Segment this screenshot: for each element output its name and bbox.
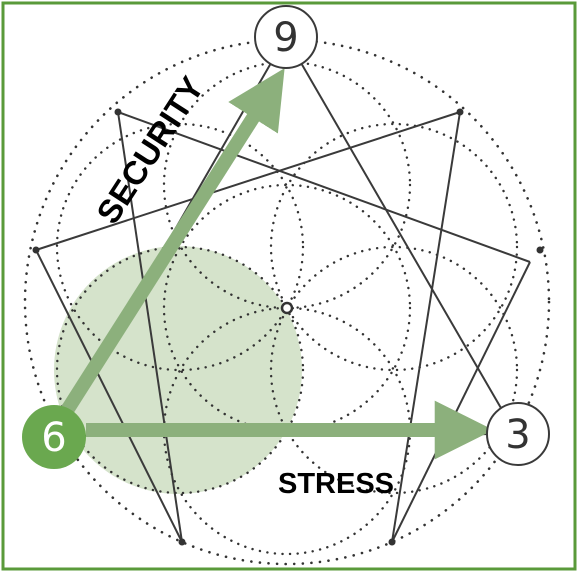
node-6: 6	[22, 405, 86, 469]
node-3-label: 3	[505, 412, 530, 458]
node-9-label: 9	[273, 15, 298, 61]
stress-label: STRESS	[278, 468, 394, 500]
outer-dotted-ring	[23, 38, 551, 566]
security-arrow	[60, 68, 285, 416]
node-9: 9	[254, 5, 318, 69]
vertex-dots	[32, 108, 544, 546]
node-3: 3	[486, 402, 550, 466]
node-6-label: 6	[41, 415, 66, 461]
center-point	[280, 301, 294, 315]
